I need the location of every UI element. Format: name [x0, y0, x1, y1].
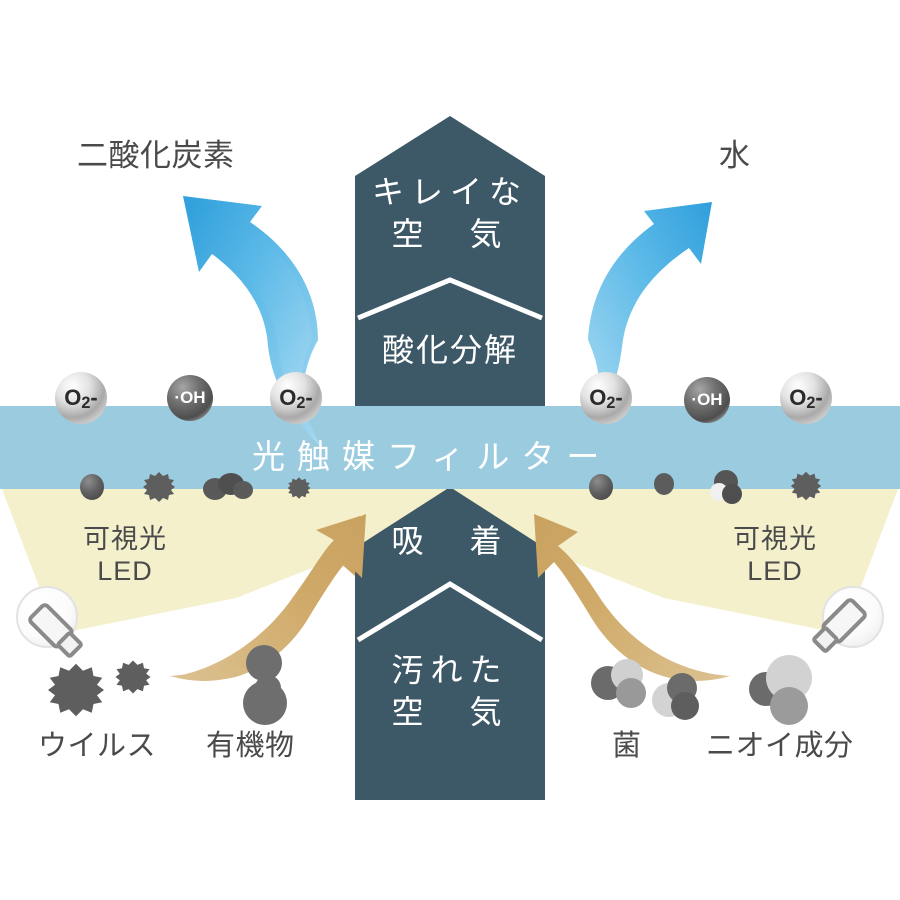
contaminant-icon-organic [243, 645, 287, 725]
molecule-text: O2- [789, 385, 823, 412]
molecule-label-o2-minus-2: O2- [266, 385, 326, 412]
contaminant-icon-virus [48, 660, 151, 717]
label-virus: ウイルス [38, 730, 157, 762]
label-led-right: 可視光 LED [733, 524, 817, 586]
dirty-air-in-arrow-right [534, 514, 730, 681]
contaminant-icon-odor [749, 655, 812, 725]
molecule-label-o2-minus-3: O2- [576, 385, 636, 412]
molecule-label-oh-radical-2: ·OH [679, 390, 735, 410]
clean-air-label: キレイな 空 気 [371, 174, 528, 252]
molecule-text: O2- [589, 385, 623, 412]
led-bulb-icon-right [812, 586, 884, 653]
molecule-text: O2- [279, 385, 313, 412]
contaminant-icon-bacteria [591, 659, 699, 720]
oxidative-decomposition-label: 酸化分解 [381, 332, 518, 368]
adsorption-label: 吸 着 [391, 523, 509, 559]
molecule-text: ·OH [691, 390, 723, 409]
intake-arrow-shape [355, 487, 545, 800]
water-out-arrow [588, 202, 712, 424]
molecule-text: O2- [64, 385, 98, 412]
molecule-label-oh-radical-1: ·OH [162, 388, 218, 408]
clean-air-arrow-shape [355, 116, 545, 406]
label-odor-component: ニオイ成分 [706, 730, 854, 762]
label-water: 水 [719, 138, 751, 173]
trapped-particle-group [80, 470, 822, 504]
dirty-air-label: 汚れた 空 気 [391, 652, 509, 730]
molecule-label-o2-minus-4: O2- [776, 385, 836, 412]
molecule-label-o2-minus-1: O2- [51, 385, 111, 412]
molecule-sphere-group [55, 372, 832, 424]
led-bulb-icon-left [16, 586, 83, 658]
label-carbon-dioxide: 二酸化炭素 [77, 138, 235, 173]
filter-bar-label: 光触媒フィルター [252, 438, 612, 475]
label-bacteria: 菌 [612, 730, 642, 762]
molecule-text: ·OH [174, 388, 206, 407]
label-organic-matter: 有機物 [206, 730, 295, 762]
label-led-left: 可視光 LED [83, 524, 167, 586]
